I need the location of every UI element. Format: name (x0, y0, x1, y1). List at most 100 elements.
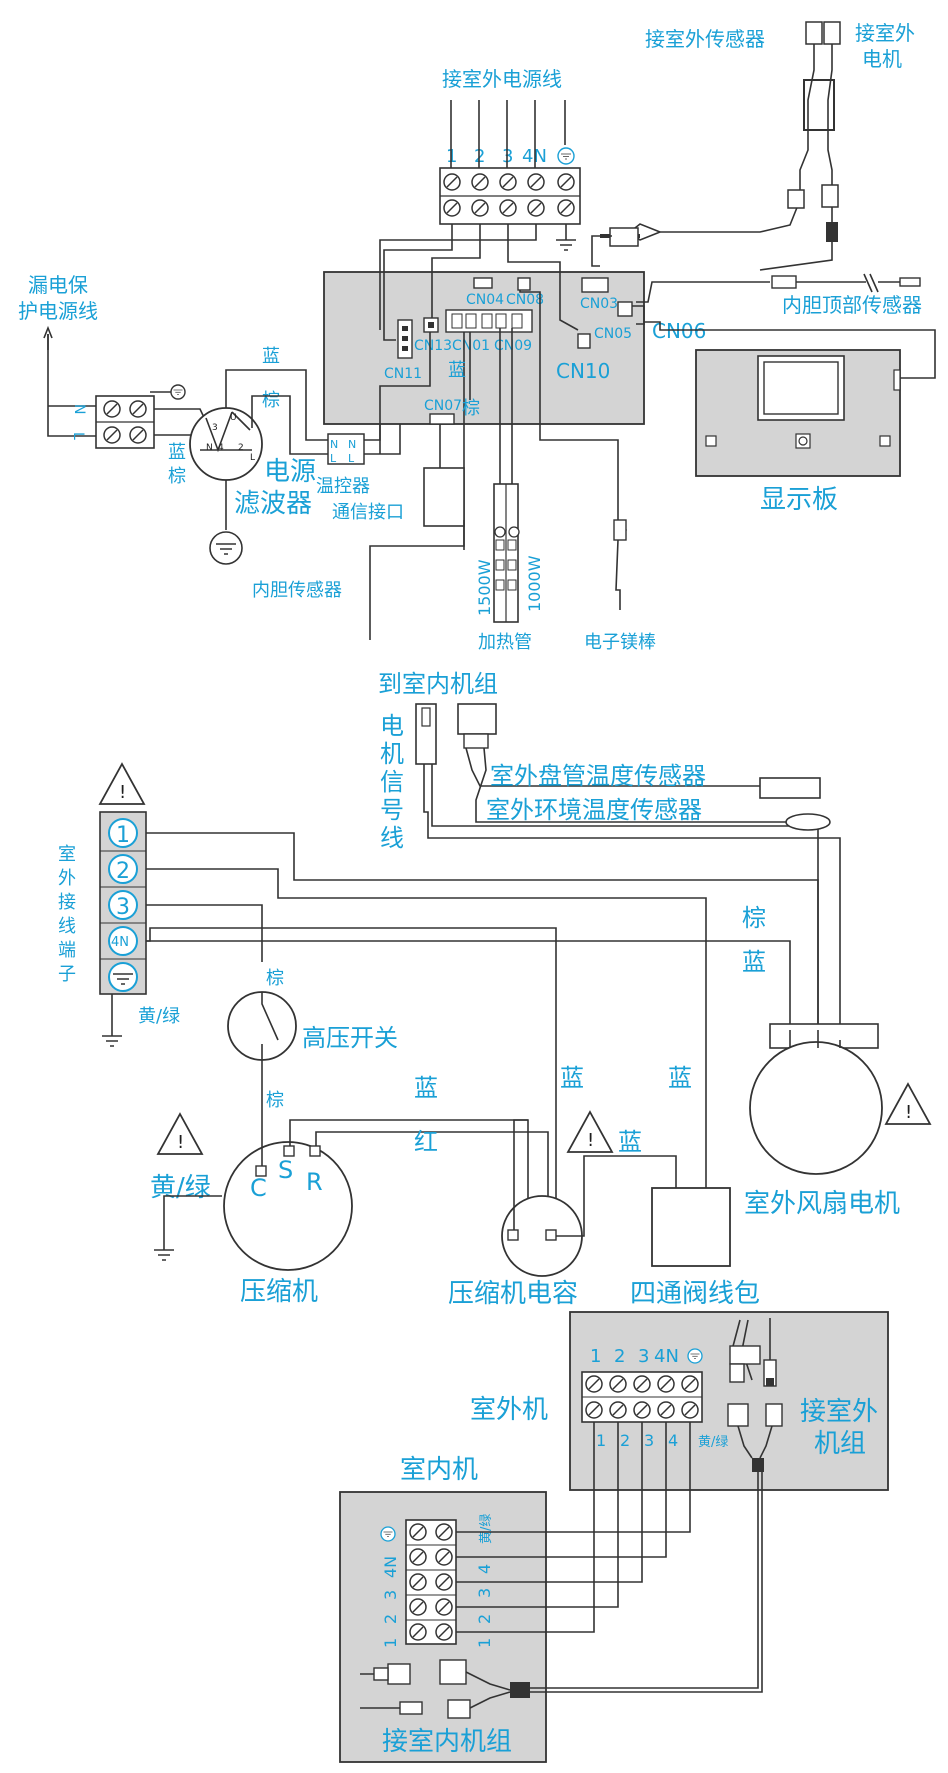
pcb-blue-label: 蓝 (448, 360, 466, 381)
terminal-char-1: 室 (58, 844, 76, 865)
outdoor-power-line-label: 接室外电源线 (442, 67, 562, 91)
heater-label: 加热管 (478, 632, 532, 653)
cn04-connector (473, 277, 493, 289)
hp-brown-label-2: 棕 (266, 1090, 284, 1111)
motor-signal-char-2: 机 (380, 740, 404, 768)
cn13-label: CN13 (414, 338, 452, 354)
cn01-cn09-connector (445, 309, 533, 333)
svg-text:!: ! (119, 782, 126, 803)
heater-1500w-label: 1500W (475, 559, 494, 616)
cn09-label: CN09 (494, 338, 532, 354)
indoor-unit-terminal-block (405, 1519, 457, 1645)
thermostat-label-1: 温控器 (316, 476, 370, 497)
cn11-connector (397, 319, 413, 359)
earth-symbol-top (557, 147, 575, 165)
fan-brown-label: 棕 (742, 904, 766, 932)
compressor-s: S (278, 1156, 293, 1184)
outdoor-motor-label-2: 电机 (862, 47, 902, 71)
ou-terminal-2: 2 (614, 1346, 625, 1367)
to-indoor-label: 到室内机组 (378, 670, 498, 698)
ou-bottom-2: 2 (620, 1431, 630, 1450)
heater-tubes (493, 483, 520, 623)
terminal-char-4: 线 (58, 916, 76, 937)
thermostat-interface: N L N L (327, 433, 365, 465)
outdoor-terminal-3: 3 (116, 895, 130, 920)
tank-top-sensor-probe (899, 277, 921, 287)
four-way-valve-coil (651, 1187, 731, 1267)
cn10-label: CN10 (556, 359, 610, 383)
pcb-brown-label: 棕 (462, 398, 480, 419)
iu-left-3: 3 (381, 1590, 400, 1600)
tank-sensor-label: 内胆传感器 (252, 580, 342, 601)
leakage-l: L (70, 432, 86, 440)
ou-bottom-3: 3 (644, 1431, 654, 1450)
tank-top-sensor-label: 内胆顶部传感器 (782, 293, 922, 317)
ou-earth-symbol (687, 1348, 703, 1364)
compressor-blue-label: 蓝 (414, 1074, 438, 1102)
tank-top-sensor-plug (771, 275, 797, 289)
motor-signal-char-3: 信 (380, 768, 404, 796)
svg-text:L: L (250, 453, 255, 463)
sensor-connector (457, 703, 831, 831)
filter-top-blue-label: 蓝 (262, 346, 280, 367)
outdoor-terminal-block (99, 811, 147, 995)
svg-text:L: L (330, 452, 337, 465)
motor-signal-char-1: 电 (380, 712, 404, 740)
outdoor-unit-terminal-block (581, 1371, 703, 1423)
svg-text:L: L (348, 452, 355, 465)
ou-terminal-4n: 4N (654, 1346, 679, 1367)
hp-switch-label: 高压开关 (302, 1024, 398, 1052)
ou-bottom-1: 1 (596, 1431, 606, 1450)
iu-right-4: 4 (475, 1564, 494, 1574)
cn08-connector (517, 277, 531, 291)
compressor-yellow-green: 黄/绿 (150, 1173, 211, 1203)
connect-indoor-label: 接室内机组 (382, 1727, 512, 1757)
compressor-r: R (306, 1168, 323, 1196)
svg-text:!: ! (587, 1130, 594, 1151)
outdoor-terminal-4n: 4N (111, 935, 129, 950)
compressor-red-label: 红 (414, 1128, 438, 1156)
cn03-label: CN03 (580, 296, 618, 312)
valve-coil-label: 四通阀线包 (630, 1279, 760, 1309)
cn06-label: CN06 (652, 319, 706, 343)
capacitor-blue-label: 蓝 (618, 1128, 642, 1156)
thermostat-label-2: 通信接口 (332, 502, 404, 523)
leakage-terminal-block (95, 395, 155, 449)
cn05-connector (617, 301, 633, 317)
hp-brown-label-1: 棕 (266, 968, 284, 989)
iu-right-3: 3 (475, 1588, 494, 1598)
leakage-label-2: 护电源线 (18, 299, 98, 323)
top-section: 接室外传感器 接室外 电机 接室外电源线 1 2 3 4N (18, 21, 936, 653)
outdoor-sensor-label: 接室外传感器 (645, 27, 765, 51)
indoor-unit-connectors (360, 1659, 530, 1719)
iu-earth-symbol (380, 1526, 396, 1542)
power-terminal-block (439, 167, 581, 225)
warning-icon-fan: ! (885, 1083, 931, 1125)
outdoor-unit-label: 室外机 (470, 1395, 548, 1425)
cn03-connector (581, 277, 609, 293)
compressor-c: C (250, 1174, 267, 1202)
display-board (695, 349, 901, 477)
indoor-unit-label: 室内机 (400, 1455, 478, 1485)
anode-rod (613, 519, 627, 541)
ou-terminal-3: 3 (638, 1346, 649, 1367)
outdoor-fan-motor (749, 1023, 883, 1175)
iu-left-1: 1 (381, 1638, 400, 1648)
ou-terminal-1: 1 (590, 1346, 601, 1367)
iu-left-4n: 4N (381, 1556, 400, 1578)
terminal-char-5: 端 (58, 940, 76, 961)
connect-outdoor-label-1: 接室外 (800, 1397, 878, 1427)
cn01-label: CN01 (452, 338, 490, 354)
filter-blue-label: 蓝 (168, 442, 186, 463)
compressor (223, 1141, 353, 1271)
display-board-label: 显示板 (760, 485, 838, 515)
connect-outdoor-label-2: 机组 (814, 1429, 866, 1459)
terminal-char-2: 外 (58, 868, 76, 889)
cap-blue-label: 蓝 (560, 1064, 584, 1092)
svg-text:N: N (348, 438, 356, 451)
anode-label: 电子镁棒 (584, 632, 656, 653)
motor-signal-connector (415, 703, 841, 1040)
cn08-label: CN08 (506, 292, 544, 308)
svg-text:3: 3 (212, 423, 218, 433)
